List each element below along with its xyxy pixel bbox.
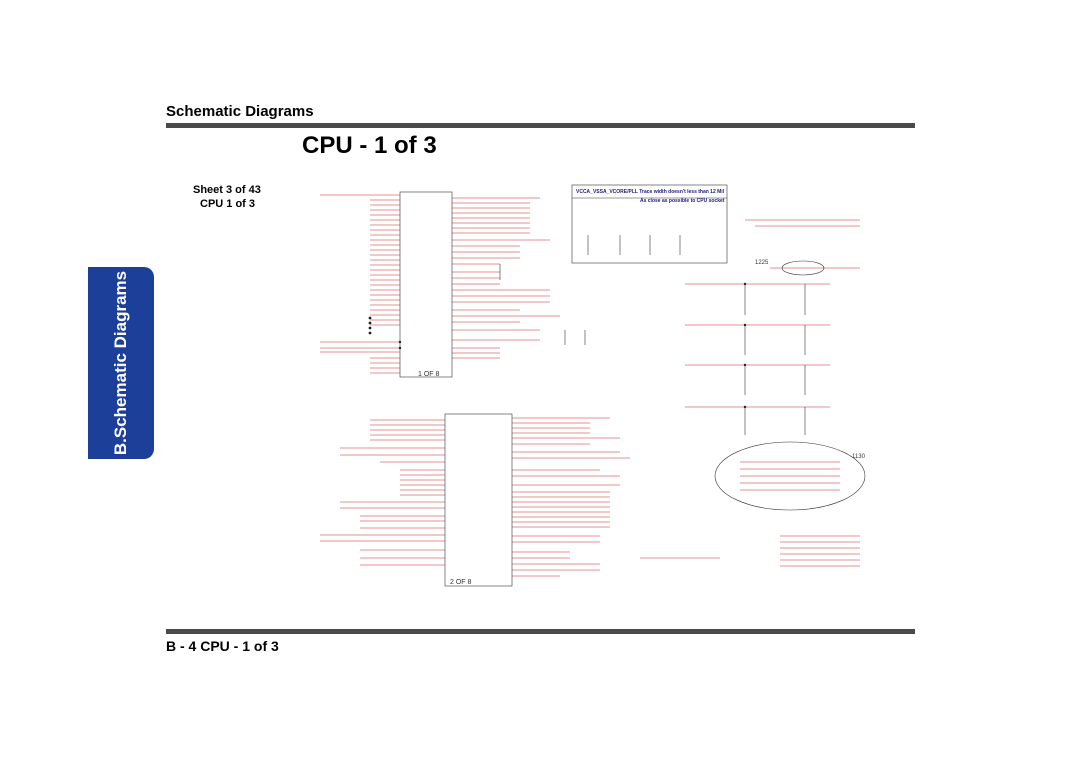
side-tab: B.Schematic Diagrams <box>88 267 154 459</box>
schematic-drawing: VCCA_VSSA_VCORE/PLL Trace width doesn't … <box>320 184 866 587</box>
bottom-rule <box>166 629 915 634</box>
page-heading: CPU - 1 of 3 <box>302 132 437 159</box>
note-subtitle: As close as possible to CPU socket <box>640 198 725 204</box>
section-title: Schematic Diagrams <box>166 103 314 120</box>
sheet-number: Sheet 3 of 43 <box>193 184 261 196</box>
top-rule <box>166 123 915 128</box>
note-title: VCCA_VSSA_VCORE/PLL Trace width doesn't … <box>576 189 725 195</box>
block-marker-b: 2 OF 8 <box>450 579 472 586</box>
side-tab-label: B.Schematic Diagrams <box>111 270 130 456</box>
footer-title: B - 4 CPU - 1 of 3 <box>166 638 279 654</box>
block-marker-a: 1 OF 8 <box>418 371 440 378</box>
sheet-name: CPU 1 of 3 <box>200 198 256 210</box>
ref-label-b: 1130 <box>852 454 866 460</box>
ref-label-a: 1225 <box>755 260 769 266</box>
